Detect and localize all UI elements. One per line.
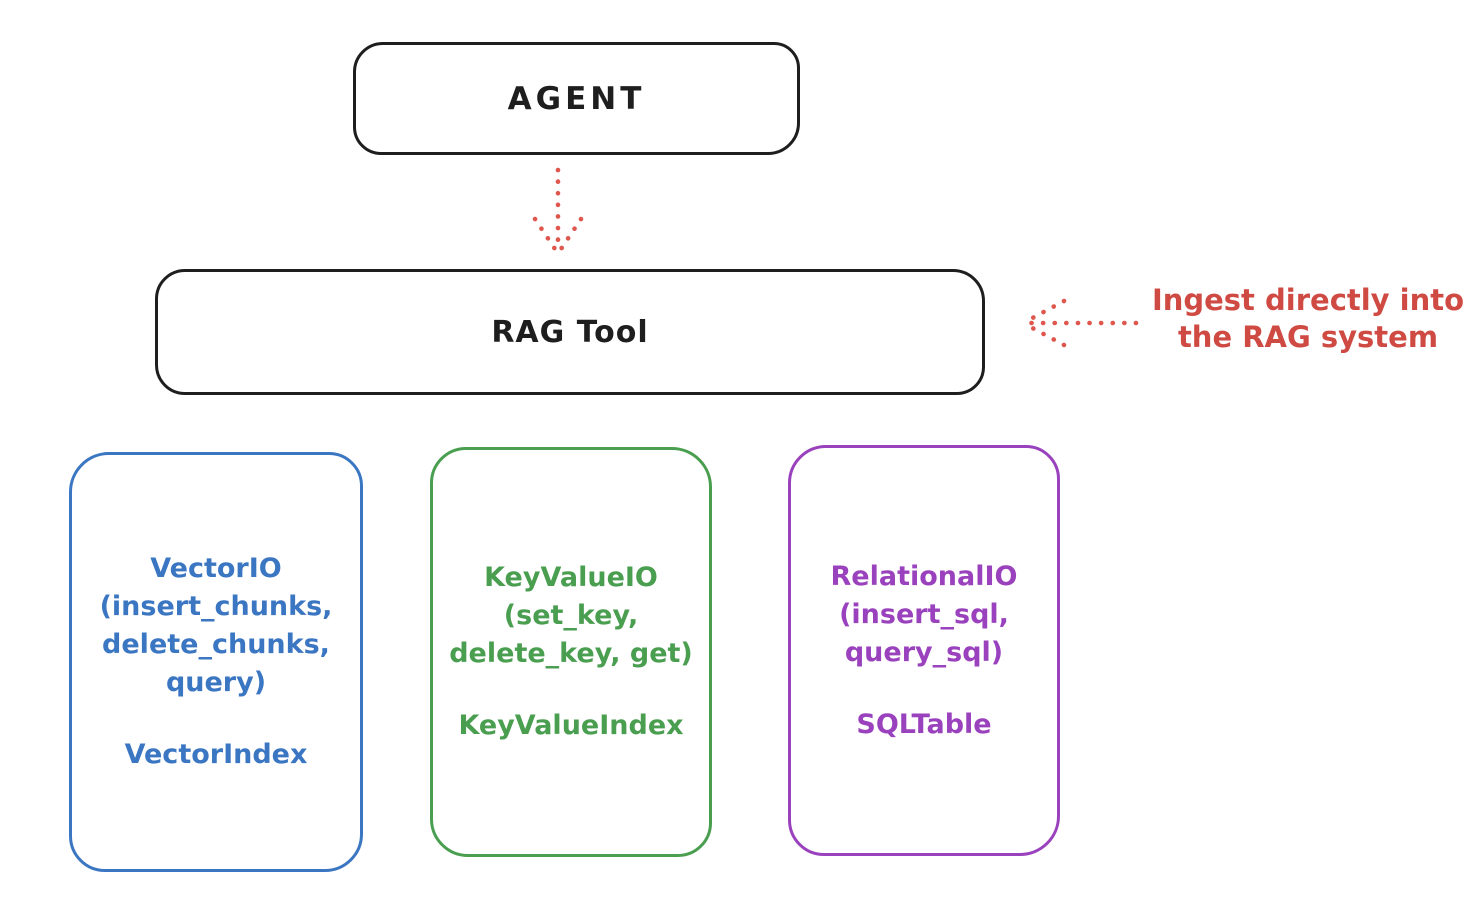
vector-io-methods-line-1: (insert_chunks, bbox=[99, 591, 333, 622]
relational-io-card: RelationalIO (insert_sql, query_sql) SQL… bbox=[788, 445, 1060, 856]
agent-to-ragtool-dotted-arrow bbox=[532, 167, 584, 255]
vector-io-methods-line-2: delete_chunks, bbox=[102, 629, 330, 660]
keyvalue-index-label: KeyValueIndex bbox=[458, 710, 684, 741]
rag-tool-label: RAG Tool bbox=[491, 314, 649, 350]
rag-tool-node: RAG Tool bbox=[155, 269, 985, 395]
vector-io-card: VectorIO (insert_chunks, delete_chunks, … bbox=[69, 452, 363, 872]
annotation-to-ragtool-dotted-arrow bbox=[1022, 298, 1139, 348]
keyvalue-io-card: KeyValueIO (set_key, delete_key, get) Ke… bbox=[430, 447, 712, 857]
ingest-annotation-line-2: the RAG system bbox=[1177, 320, 1439, 354]
relational-io-methods-line-1: (insert_sql, bbox=[839, 598, 1009, 630]
relational-io-title: RelationalIO bbox=[830, 560, 1018, 592]
vector-io-title: VectorIO bbox=[150, 553, 282, 584]
keyvalue-io-title: KeyValueIO bbox=[484, 562, 658, 593]
vector-index-label: VectorIndex bbox=[124, 739, 308, 770]
relational-io-methods-line-2: query_sql) bbox=[844, 636, 1004, 668]
ingest-annotation-line-1: Ingest directly into bbox=[1151, 283, 1465, 317]
keyvalue-io-methods-line-2: delete_key, get) bbox=[449, 638, 693, 669]
sql-table-label: SQLTable bbox=[856, 708, 992, 740]
agent-node: AGENT bbox=[353, 42, 800, 155]
vector-io-methods-line-3: query) bbox=[165, 667, 267, 698]
agent-label: AGENT bbox=[507, 80, 646, 117]
keyvalue-io-methods-line-1: (set_key, bbox=[503, 600, 639, 631]
ingest-annotation: Ingest directly into the RAG system bbox=[1140, 282, 1476, 356]
